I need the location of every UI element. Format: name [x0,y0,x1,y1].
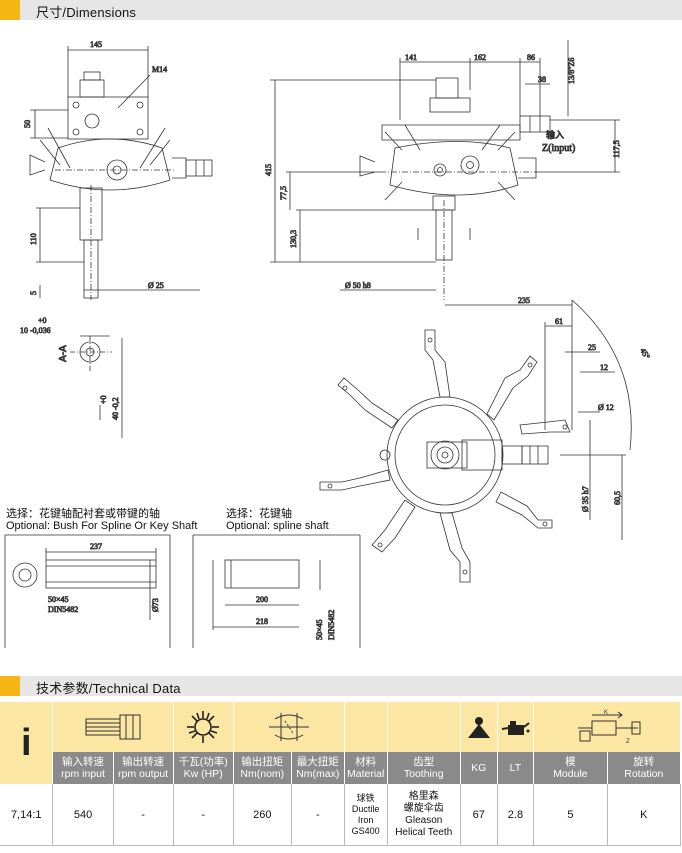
opt-dim-50x45: 50×45 [48,595,69,604]
rotation-k-label: K [604,710,608,716]
option-bush-caption: 选择：花键轴配衬套或带键的轴 Optional: Bush For Spline… [6,508,197,532]
opt-dim-200: 200 [256,595,268,604]
dimensions-section-header: 尺寸/Dimensions [0,0,682,20]
opt-dim-237: 237 [90,542,102,551]
optional-bush-box [4,534,171,648]
table-row: 7,14:1 540 - - 260 - 球铁 Ductile Iron GS4… [0,784,682,846]
section-title: 尺寸/Dimensions [36,5,137,20]
section-aa-view [70,335,123,438]
section-aa-label: A-A [58,345,69,362]
dim-dia-50-h8: Ø 50 h8 [345,281,371,290]
tolerance-side-lower: 40 -0,2 [111,397,120,420]
dim-m14: M14 [152,65,167,74]
cell-module: 5 [533,784,608,846]
option-bush-caption-cn: 选择：花键轴配衬套或带键的轴 [6,508,160,520]
dim-38: 38 [538,75,546,84]
material-icon-cell [344,702,388,752]
cell-rpm-input: 540 [52,784,114,846]
section-marker [0,0,20,20]
opt-dim-dia-73: Ø73 [151,598,160,612]
info-cell: i [0,702,54,784]
dim-117-5: 117,5 [612,140,621,158]
opt-din-left: DIN5482 [48,605,78,614]
option-spline-caption-cn: 选择：花键轴 [226,508,292,520]
dim-141: 141 [405,53,417,62]
dim-12: 12 [600,363,608,372]
dim-dia-25: Ø 25 [148,281,164,290]
technical-section-header: 技术参数/Technical Data [0,676,682,696]
section-title: 技术参数/Technical Data [36,681,181,696]
dim-145: 145 [90,40,102,49]
gear-icon [173,702,234,752]
option-bush-caption-en: Optional: Bush For Spline Or Key Shaft [6,520,198,532]
cell-rotation: K [607,784,682,846]
header-kw: 千瓦(功率)Kw (HP) [173,752,234,784]
rotation-z-label: Z [626,739,630,745]
dim-5: 5 [29,291,38,295]
front-view [29,46,213,300]
dim-dia-35-h7: Ø 35 h7 [581,486,590,512]
cell-nm-max: - [291,784,345,846]
cell-lt: 2.8 [497,784,535,846]
side-view [270,40,620,300]
toothing-icon-cell [387,702,461,752]
icon-row: i [0,702,681,784]
oil-can-icon [497,702,535,752]
dim-110: 110 [29,233,38,245]
opt-dim-right-50x45: 50×45 [315,619,324,640]
header-lt: LT [497,752,535,784]
cell-kw: - [173,784,234,846]
dim-61: 61 [555,317,563,326]
rotation-diagram-icon: K Z [533,702,681,752]
dim-162: 162 [474,53,486,62]
cell-toothing: 格里森 螺旋伞齿 Gleason Helical Teeth [387,784,461,846]
dimension-drawing: 145 M14 50 110 5 Ø 25 141 162 86 38 [4,40,652,648]
section-marker [0,676,20,696]
option-spline-caption: 选择：花键轴 Optional: spline shaft [226,508,329,532]
cell-material: 球铁 Ductile Iron GS400 [344,784,388,846]
header-kg: KG [460,752,498,784]
dim-dia-12: Ø 12 [598,403,614,412]
cell-kg: 67 [460,784,498,846]
dim-25: 25 [588,343,596,352]
cell-nm-nom: 260 [233,784,292,846]
dim-50: 50 [23,120,32,128]
input-label-en: Z(input) [542,143,575,154]
dim-13-8-z6: 13/8"Z6 [567,58,576,84]
dim-77-5: 77,5 [279,186,288,200]
tolerance-side-upper: +0 [99,395,108,404]
optional-spline-box [192,534,361,648]
tolerance-top-upper: +0 [38,316,47,325]
weight-icon [460,702,498,752]
dim-86: 86 [527,53,535,62]
dim-45-deg: 45° [638,347,651,361]
info-icon: i [20,721,32,764]
dim-415: 415 [264,164,273,176]
tolerance-top-lower: 10 -0,036 [20,326,51,335]
torque-icon [233,702,345,752]
shaft-icon [52,702,174,752]
opt-dim-218: 218 [256,617,268,626]
dim-130-3: 130,3 [289,230,298,248]
top-view [319,299,632,583]
input-label-cn: 输入 [546,129,564,141]
dim-235: 235 [518,296,530,305]
cell-rpm-output: - [113,784,174,846]
technical-table: i [0,702,682,846]
dim-60-5: 60,5 [613,491,622,505]
cell-ratio: 7,14:1 [0,784,54,846]
opt-din-right: DIN5482 [327,610,336,640]
option-spline-caption-en: Optional: spline shaft [226,520,329,532]
